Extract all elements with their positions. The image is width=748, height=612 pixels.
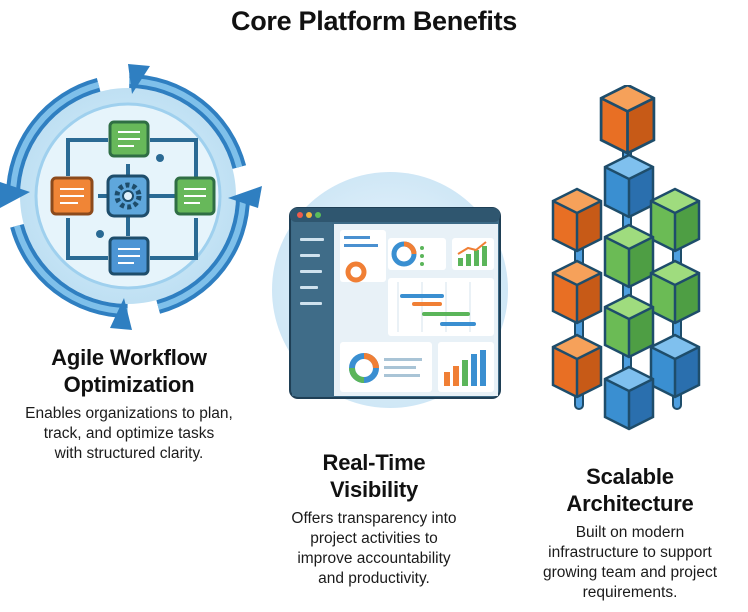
dashboard-icon bbox=[272, 172, 508, 408]
workflow-cycle-icon bbox=[0, 64, 262, 330]
benefit-desc-scalable: Built on modern infrastructure to suppor… bbox=[542, 524, 718, 601]
benefit-title-agile: Agile Workflow Optimization bbox=[51, 345, 207, 397]
benefit-title-visibility: Real-Time Visibility bbox=[322, 450, 426, 502]
stacked-cubes-icon bbox=[551, 85, 701, 431]
page-title: Core Platform Benefits bbox=[231, 6, 517, 36]
benefit-desc-agile: Enables organizations to plan, track, an… bbox=[25, 405, 233, 462]
benefit-title-scalable: Scalable Architecture bbox=[566, 464, 694, 516]
benefit-desc-visibility: Offers transparency into project activit… bbox=[291, 510, 457, 587]
